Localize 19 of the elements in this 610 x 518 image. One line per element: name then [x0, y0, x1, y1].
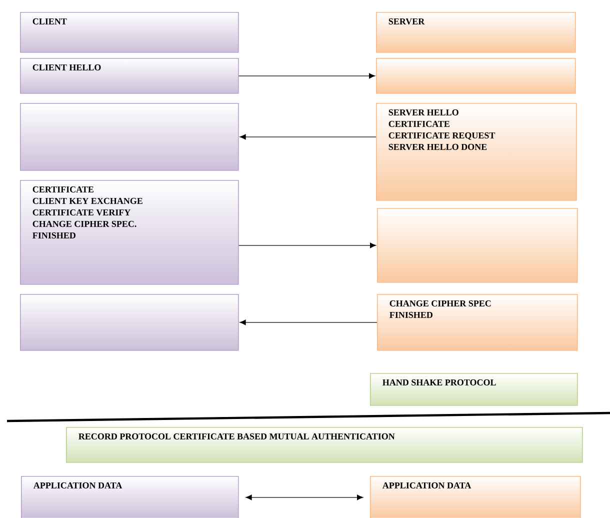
message-box: CERTIFICATE CLIENT KEY EXCHANGE CERTIFICATE VERIFY CHANGE CIPHER SPEC. FINISHED	[20, 180, 239, 285]
arrow	[238, 73, 376, 79]
message-box: HAND SHAKE PROTOCOL	[370, 373, 578, 406]
message-box: APPLICATION DATA	[370, 476, 581, 518]
arrow	[240, 320, 378, 326]
message-box: RECORD PROTOCOL CERTIFICATE BASED MUTUAL AUTHENTICATION	[66, 427, 583, 463]
arrow	[238, 242, 376, 248]
message-box: CLIENT	[20, 12, 239, 53]
message-box: APPLICATION DATA	[21, 476, 239, 518]
message-box: SERVER	[376, 12, 576, 53]
message-box: CLIENT HELLO	[20, 58, 239, 94]
message-box	[377, 208, 578, 283]
message-box: CHANGE CIPHER SPEC FINISHED	[377, 294, 578, 351]
message-box: SERVER HELLO CERTIFICATE CERTIFICATE REQUEST SERVER HELLO DONE	[376, 103, 577, 201]
message-box	[20, 103, 239, 171]
arrow	[240, 134, 376, 140]
message-box	[20, 294, 239, 351]
message-box	[376, 58, 576, 94]
arrow	[246, 494, 364, 500]
